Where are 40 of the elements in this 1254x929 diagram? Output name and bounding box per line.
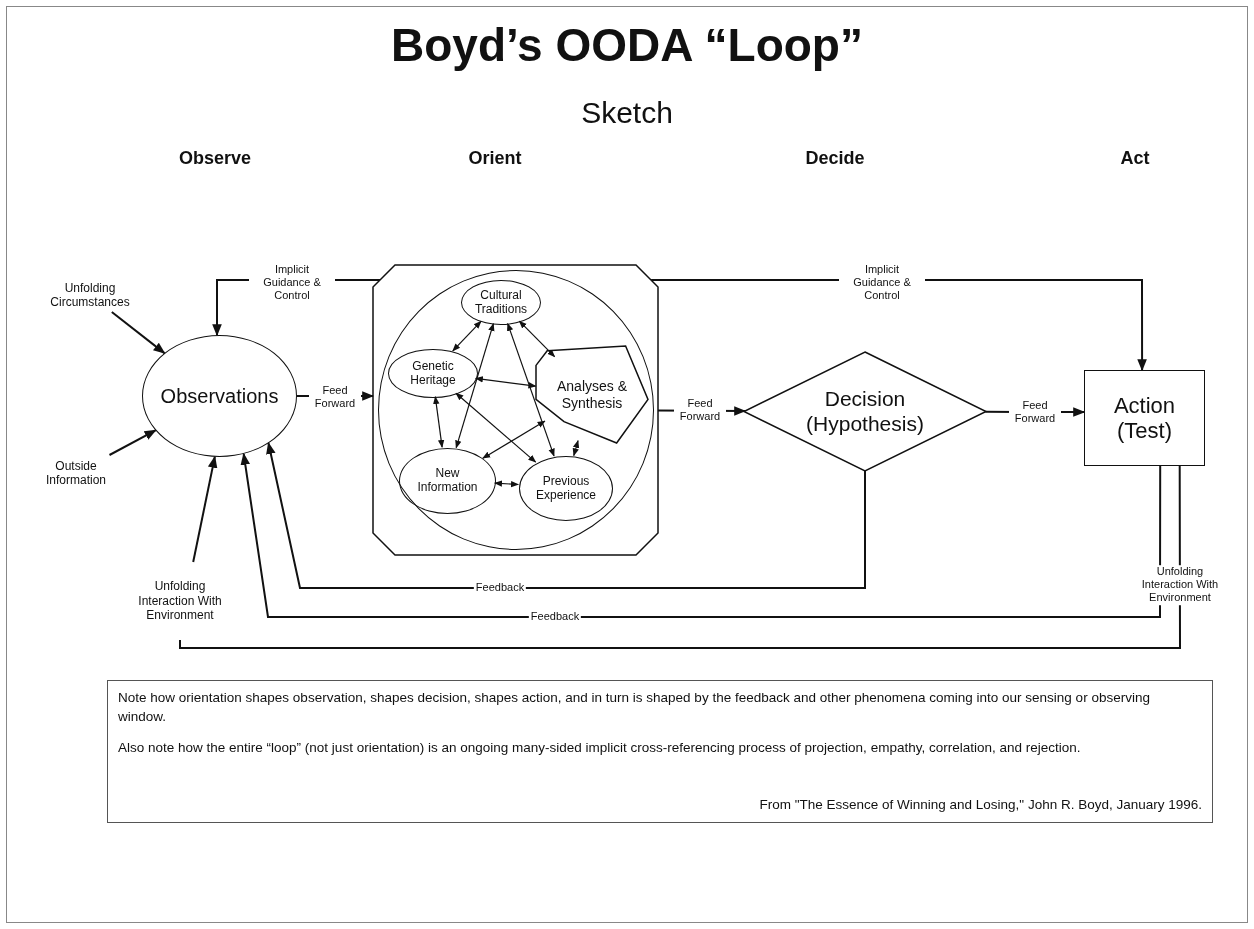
- note-text: Also note how the entire “loop” (not just orientation) is an ongoing many-sided implicit cross-referencing process of projection, empathy, correlation, and rejection.: [118, 739, 1082, 757]
- double-arrow: [507, 322, 555, 457]
- decision-diamond: [744, 352, 986, 471]
- stage-heading: Act: [1119, 148, 1151, 169]
- action-box: [1084, 370, 1205, 466]
- title: Boyd’s OODA “Loop”: [390, 18, 864, 72]
- connector-line: [179, 465, 1181, 649]
- stage-heading: Observe: [177, 148, 252, 169]
- node-text: Observations: [160, 384, 279, 408]
- double-arrow: [433, 396, 445, 448]
- subtitle: Sketch: [580, 96, 674, 130]
- double-arrow: [518, 320, 556, 358]
- node-text: Analyses & Synthesis: [555, 378, 628, 411]
- double-arrow: [455, 322, 495, 449]
- double-arrow: [494, 480, 519, 488]
- node-text: Cultural Traditions: [473, 288, 529, 317]
- node-text: Decision (Hypothesis): [805, 387, 925, 436]
- node-text: New Information: [416, 467, 479, 495]
- arrow: [108, 429, 157, 456]
- note-text: Note how orientation shapes observation, shapes decision, shapes action, and in turn is shaped by the feedback and other phenomena coming into our sensing or observing window.: [118, 689, 1151, 726]
- source-label: Outside Information: [30, 455, 122, 491]
- arrow: [240, 452, 1162, 618]
- ellipse-node: [519, 456, 613, 521]
- double-arrow: [474, 376, 537, 389]
- heptagon-node: [536, 346, 648, 443]
- double-arrow: [482, 420, 546, 459]
- arrow: [110, 311, 166, 355]
- source-label: Unfolding Circumstances: [35, 278, 145, 312]
- double-arrow: [452, 320, 482, 352]
- source-label: Unfolding Interaction With Environment: [128, 562, 232, 640]
- stage-heading: Orient: [467, 148, 523, 169]
- stage-heading: Decide: [804, 148, 866, 169]
- double-arrow: [455, 392, 537, 463]
- node-text: Previous Experience: [534, 474, 597, 503]
- double-arrow: [572, 439, 580, 457]
- arrow: [192, 455, 218, 563]
- node-text: Action (Test): [1112, 392, 1177, 444]
- source-citation: From "The Essence of Winning and Losing," John R. Boyd, January 1996.: [759, 797, 1202, 812]
- arrow: [266, 442, 866, 589]
- node-text: Genetic Heritage: [409, 359, 457, 388]
